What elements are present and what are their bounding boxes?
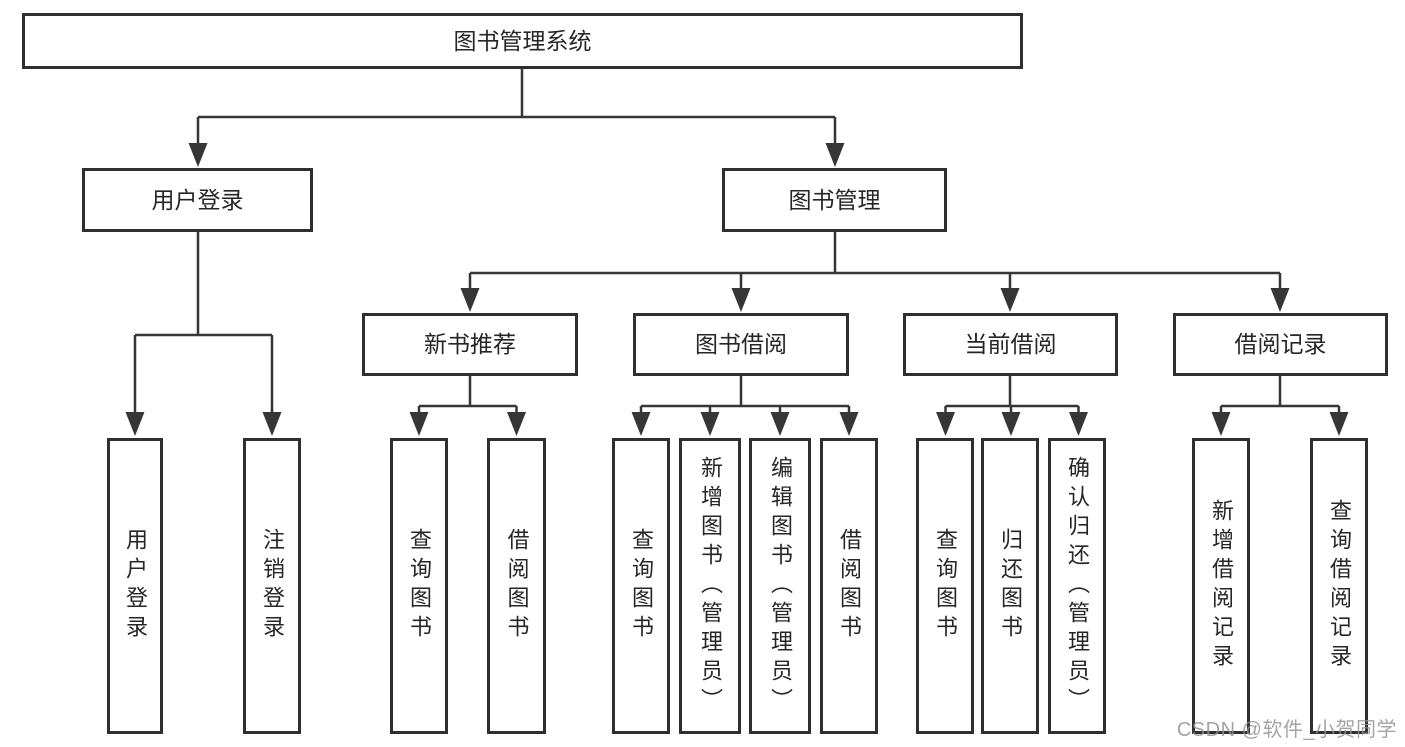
leaf-current-query-books: 查询图书 xyxy=(916,438,974,734)
connector-current-borrow xyxy=(944,376,1080,415)
arrowhead-icon xyxy=(631,412,651,436)
arrowhead-icon xyxy=(700,412,720,436)
connector-root xyxy=(196,69,837,146)
node-book-borrow: 图书借阅 xyxy=(633,313,849,376)
node-book-borrow-label: 图书借阅 xyxy=(695,331,787,357)
leaf-current-query-books-label: 查询图书 xyxy=(933,528,958,644)
leaf-rec-query-books-label: 查询图书 xyxy=(407,528,432,644)
leaf-borrow-books: 借阅图书 xyxy=(820,438,878,734)
leaf-add-borrow-record: 新增借阅记录 xyxy=(1192,438,1250,734)
leaf-borrow-query-books: 查询图书 xyxy=(612,438,670,734)
node-root: 图书管理系统 xyxy=(22,13,1023,69)
connector-user-login xyxy=(133,232,274,415)
node-current-borrow-label: 当前借阅 xyxy=(964,331,1057,357)
node-user-login-label: 用户登录 xyxy=(151,186,244,213)
connector-book-mgmt xyxy=(468,232,1282,291)
node-book-management-label: 图书管理 xyxy=(788,186,881,213)
leaf-borrow-books-label: 借阅图书 xyxy=(837,528,862,644)
node-new-book-recommend-label: 新书推荐 xyxy=(424,331,516,357)
leaf-return-books-label: 归还图书 xyxy=(998,528,1023,644)
arrowhead-icon xyxy=(262,412,282,436)
arrowhead-icon xyxy=(125,412,145,436)
node-borrow-records-label: 借阅记录 xyxy=(1234,331,1327,357)
node-user-login: 用户登录 xyxy=(82,168,313,232)
connector-new-book xyxy=(417,376,518,415)
leaf-confirm-return-admin: 确认归还（管理员） xyxy=(1048,438,1106,734)
arrowhead-icon xyxy=(188,143,208,167)
arrowhead-icon xyxy=(839,412,859,436)
leaf-add-books-admin: 新增图书（管理员） xyxy=(679,438,741,734)
leaf-edit-books-admin: 编辑图书（管理员） xyxy=(749,438,811,734)
leaf-add-borrow-record-label: 新增借阅记录 xyxy=(1209,499,1234,673)
arrowhead-icon xyxy=(1211,412,1231,436)
arrowhead-icon xyxy=(1329,412,1349,436)
leaf-add-books-admin-label: 新增图书（管理员） xyxy=(698,455,723,717)
arrowhead-icon xyxy=(825,143,845,167)
arrowhead-icon xyxy=(1270,288,1290,312)
node-book-management: 图书管理 xyxy=(722,168,947,232)
connector-book-borrow xyxy=(639,376,851,415)
arrowhead-icon xyxy=(460,288,480,312)
leaf-query-borrow-record-label: 查询借阅记录 xyxy=(1327,499,1352,673)
leaf-logout: 注销登录 xyxy=(243,438,301,734)
node-new-book-recommend: 新书推荐 xyxy=(362,313,578,376)
arrowhead-icon xyxy=(770,412,790,436)
node-borrow-records: 借阅记录 xyxy=(1173,313,1388,376)
arrowhead-icon xyxy=(936,412,955,436)
arrowhead-icon xyxy=(1000,288,1020,312)
arrowhead-icon xyxy=(1069,412,1088,436)
csdn-watermark: CSDN @软件_小贺同学 xyxy=(1176,719,1397,741)
leaf-edit-books-admin-label: 编辑图书（管理员） xyxy=(768,455,793,717)
leaf-query-borrow-record: 查询借阅记录 xyxy=(1310,438,1368,734)
node-current-borrow: 当前借阅 xyxy=(903,313,1118,376)
arrowhead-icon xyxy=(1001,412,1021,436)
leaf-logout-label: 注销登录 xyxy=(260,528,285,644)
leaf-return-books: 归还图书 xyxy=(981,438,1039,734)
arrowhead-icon xyxy=(731,288,751,312)
leaf-confirm-return-admin-label: 确认归还（管理员） xyxy=(1065,455,1090,717)
leaf-user-login-label: 用户登录 xyxy=(123,528,148,644)
leaf-rec-borrow-books-label: 借阅图书 xyxy=(504,528,530,644)
node-root-label: 图书管理系统 xyxy=(453,27,592,54)
arrowhead-icon xyxy=(507,412,526,436)
connector-borrow-records xyxy=(1219,376,1341,415)
arrowhead-icon xyxy=(409,412,429,436)
leaf-user-login: 用户登录 xyxy=(107,438,163,734)
leaf-rec-borrow-books: 借阅图书 xyxy=(487,438,546,734)
leaf-rec-query-books: 查询图书 xyxy=(390,438,448,734)
leaf-borrow-query-books-label: 查询图书 xyxy=(629,528,654,644)
